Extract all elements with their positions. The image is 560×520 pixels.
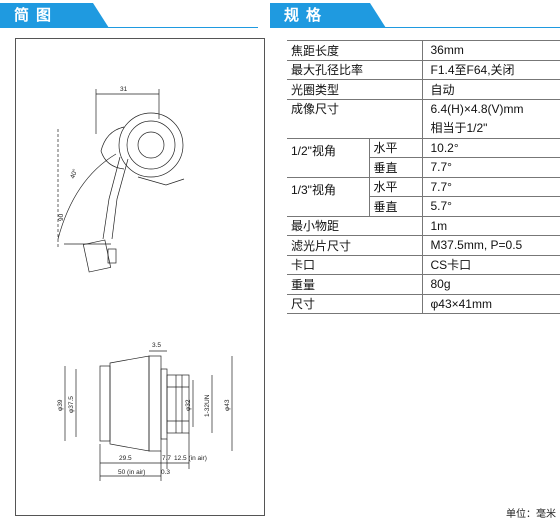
spec-row-max-aperture: 最大孔径比率 F1.4至F64,关闭	[287, 60, 560, 80]
spec-sublabel: 水平	[369, 138, 422, 158]
spec-value: 7.7°	[421, 177, 560, 197]
spec-value: 5.7°	[421, 196, 560, 217]
lens-drawing-svg: 31 40° 90 3.5 φ39 φ37.5 φ32 1-32UN φ43 2…	[57, 86, 233, 481]
spec-row-angle-third-h: 1/3"视角 水平 7.7°	[287, 177, 560, 217]
dim-angle-40: 40°	[68, 167, 79, 179]
spec-label: 1/2"视角	[287, 138, 370, 178]
dim-7-7: 7.7	[162, 455, 171, 462]
spec-label: 成像尺寸	[287, 99, 422, 139]
spec-label: 卡口	[287, 255, 422, 275]
spec-row-iris-type: 光圈类型 自动	[287, 79, 560, 100]
dim-90: 90	[58, 213, 65, 221]
spec-label: 最大孔径比率	[287, 60, 422, 80]
spec-value: 6.4(H)×4.8(V)mm 相当于1/2"	[421, 99, 560, 139]
spec-label: 滤光片尺寸	[287, 235, 422, 256]
spec-label: 光圈类型	[287, 79, 422, 100]
spec-row-angle-half-v: 垂直 7.7°	[287, 157, 560, 178]
dim-phi39: φ39	[57, 399, 64, 411]
dim-phi37-5: φ37.5	[68, 396, 75, 413]
spec-row-dimensions: 尺寸 φ43×41mm	[287, 294, 560, 314]
spec-value: 自动	[421, 79, 560, 100]
spec-row-angle-half-h: 1/2"视角 水平 10.2°	[287, 138, 560, 178]
spec-value: 36mm	[421, 40, 560, 61]
tab-diagram: 简图	[0, 3, 109, 28]
dim-50: 50 (in air)	[118, 469, 145, 476]
dim-phi32: φ32	[185, 399, 192, 411]
spec-label: 尺寸	[287, 294, 422, 314]
spec-row-weight: 重量 80g	[287, 274, 560, 295]
spec-row-filter-size: 滤光片尺寸 M37.5mm, P=0.5	[287, 235, 560, 256]
spec-sublabel: 水平	[369, 177, 422, 197]
spec-value-line2: 相当于1/2"	[430, 120, 488, 135]
dim-0-3: 0.3	[161, 469, 170, 476]
spec-row-focal-length: 焦距长度 36mm	[287, 40, 560, 61]
spec-value: M37.5mm, P=0.5	[421, 235, 560, 256]
spec-value: CS卡口	[421, 255, 560, 275]
spec-row-mount: 卡口 CS卡口	[287, 255, 560, 275]
spec-header-line	[270, 27, 560, 28]
spec-label: 重量	[287, 274, 422, 295]
spec-value: 80g	[421, 274, 560, 295]
tab-specifications: 规格	[270, 3, 386, 28]
dim-29-5: 29.5	[119, 455, 132, 462]
dim-thread: 1-32UN	[204, 394, 211, 417]
spec-value: 1m	[421, 216, 560, 236]
spec-row-image-size: 成像尺寸 6.4(H)×4.8(V)mm 相当于1/2"	[287, 99, 560, 139]
dim-3-5: 3.5	[152, 342, 161, 349]
spec-value: F1.4至F64,关闭	[421, 60, 560, 80]
lens-drawing: 31 40° 90 3.5 φ39 φ37.5 φ32 1-32UN φ43 2…	[15, 38, 265, 516]
spec-value: 10.2°	[421, 138, 560, 158]
spec-row-min-distance: 最小物距 1m	[287, 216, 560, 236]
dim-31: 31	[120, 86, 128, 93]
spec-label: 最小物距	[287, 216, 422, 236]
spec-sublabel: 垂直	[369, 196, 422, 217]
spec-value: 7.7°	[421, 157, 560, 178]
spec-table: 焦距长度 36mm 最大孔径比率 F1.4至F64,关闭 光圈类型 自动 成像尺…	[287, 40, 560, 314]
spec-value-line1: 6.4(H)×4.8(V)mm	[430, 101, 524, 116]
dim-phi43: φ43	[224, 399, 231, 411]
diagram-header-line	[0, 27, 258, 28]
dim-12-5: 12.5 (in air)	[174, 455, 207, 462]
spec-row-angle-third-v: 垂直 5.7°	[287, 196, 560, 217]
spec-label: 1/3"视角	[287, 177, 370, 217]
spec-value: φ43×41mm	[421, 294, 560, 314]
unit-note: 单位：毫米	[506, 509, 556, 520]
spec-label: 焦距长度	[287, 40, 422, 61]
spec-sublabel: 垂直	[369, 157, 422, 178]
